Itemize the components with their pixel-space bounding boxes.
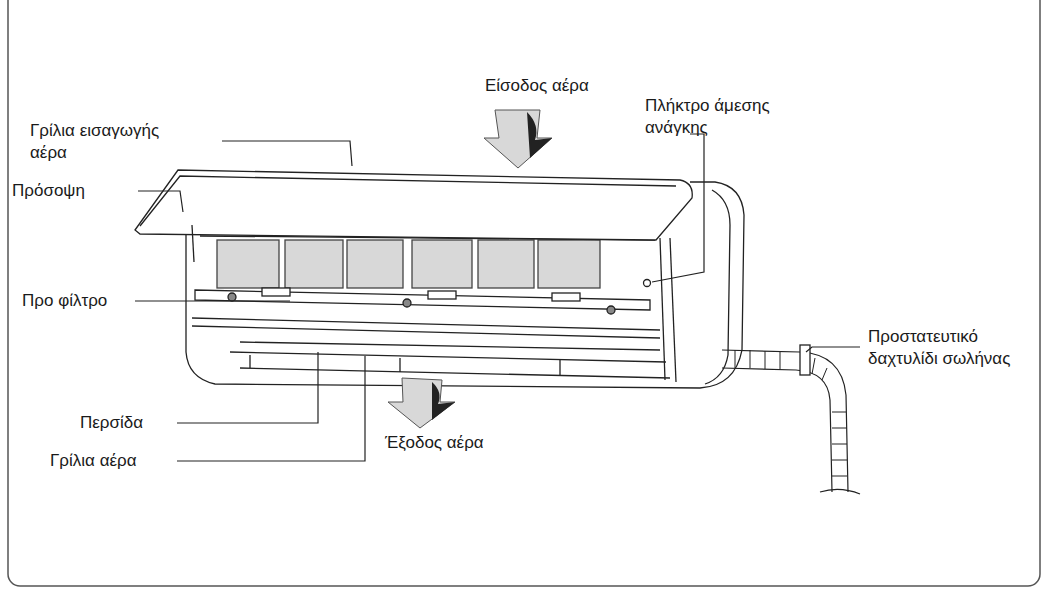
part-label: Είσοδος αέρα xyxy=(485,75,685,97)
part-label: Έξοδος αέρα xyxy=(385,432,535,454)
part-label: Πρόσοψη xyxy=(12,180,132,202)
part-label: Περσίδα xyxy=(80,412,175,434)
frame xyxy=(8,0,1040,586)
part-label: Προστατευτικό δαχτυλίδι σωλήνας xyxy=(868,326,1018,370)
part-label: Γρίλια αέρα xyxy=(50,450,175,472)
part-label: Γρίλια εισαγωγής αέρα xyxy=(30,120,200,164)
part-label: Πλήκτρο άμεσης ανάγκης xyxy=(645,95,795,139)
part-label: Προ φίλτρο xyxy=(22,290,132,312)
